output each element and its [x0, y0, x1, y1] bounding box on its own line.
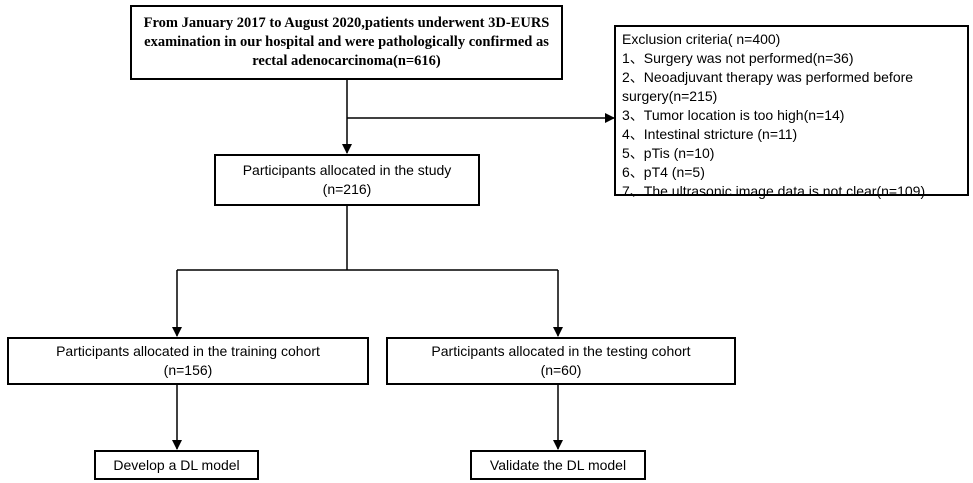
study-label: Participants allocated in the study	[242, 162, 452, 178]
exclusion-item-3: 3、Tumor location is too high(n=14)	[622, 107, 845, 123]
source-line-1: From January 2017 to August 2020,patient…	[143, 15, 550, 31]
training-count: (n=156)	[163, 362, 213, 378]
exclusion-item-4: 4、Intestinal stricture (n=11)	[622, 126, 798, 142]
source-line-3: rectal adenocarcinoma(n=616)	[252, 53, 441, 69]
validate-box: Validate the DL model	[470, 450, 646, 480]
exclusion-box: Exclusion criteria( n=400) 1、Surgery was…	[614, 25, 969, 199]
exclusion-item-6: 6、pT4 (n=5)	[622, 164, 705, 180]
develop-box: Develop a DL model	[94, 450, 259, 480]
exclusion-item-5: 5、pTis (n=10)	[622, 145, 715, 161]
exclusion-title: Exclusion criteria( n=400)	[622, 31, 781, 47]
source-box: From January 2017 to August 2020,patient…	[130, 5, 563, 80]
testing-box: Participants allocated in the testing co…	[386, 337, 736, 385]
testing-label: Participants allocated in the testing co…	[431, 343, 691, 359]
study-box: Participants allocated in the study (n=2…	[214, 154, 480, 206]
develop-label: Develop a DL model	[113, 456, 240, 473]
source-line-2: examination in our hospital and were pat…	[144, 34, 549, 50]
exclusion-item-1: 1、Surgery was not performed(n=36)	[622, 50, 854, 66]
exclusion-item-2: 2、Neoadjuvant therapy was performed befo…	[622, 69, 914, 85]
testing-count: (n=60)	[540, 362, 582, 378]
exclusion-item-7: 7、The ultrasonic image data is not clear…	[622, 183, 926, 199]
study-count: (n=216)	[322, 181, 372, 197]
validate-label: Validate the DL model	[489, 456, 627, 473]
exclusion-item-2-cont: surgery(n=215)	[622, 88, 718, 104]
training-box: Participants allocated in the training c…	[7, 337, 369, 385]
training-label: Participants allocated in the training c…	[56, 343, 320, 359]
